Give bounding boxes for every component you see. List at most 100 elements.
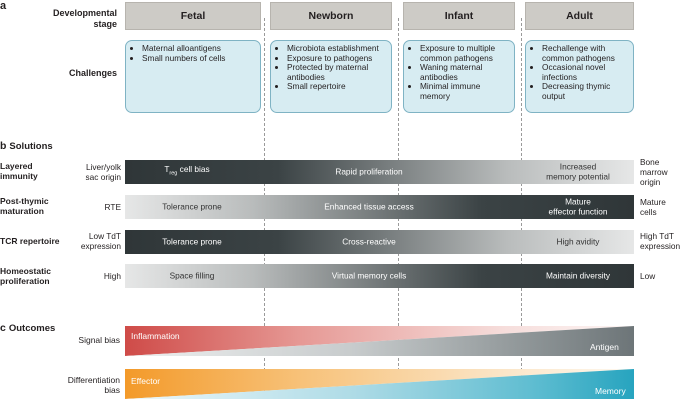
stage-row-label-line2: stage (93, 19, 117, 29)
bar-homeostatic-proliferation (125, 264, 634, 288)
bar-text-cross-reactive: Cross-reactive (342, 236, 396, 247)
stage-row-label: Developmental stage (0, 8, 117, 30)
challenge-item: Decreasing thymic output (542, 82, 627, 101)
bar-text-virtual-memory-cells: Virtual memory cells (331, 270, 407, 281)
bar-layered-immunity-fill (125, 160, 634, 184)
challenges-box-newborn: Microbiota establishment Exposure to pat… (270, 40, 392, 113)
row4-right-endpoint: Low (640, 271, 655, 281)
endpoint-line: expression (80, 241, 121, 251)
endpoint-line: Mature (640, 197, 666, 207)
row4-left-endpoint: High (60, 271, 121, 281)
bar-text-mature-effector-function: Mature effector function (548, 196, 608, 217)
antigen-label: Antigen (590, 342, 619, 352)
treg-t: T (164, 163, 170, 174)
endpoint-line: expression (640, 241, 681, 251)
challenge-item: Minimal immune memory (420, 82, 508, 101)
row-label-post-thymic-maturation: Post-thymic maturation (0, 196, 49, 216)
bar-text-line: Increased (559, 161, 597, 172)
row-label-line: immunity (0, 171, 38, 181)
row3-left-endpoint: Low TdT expression (60, 231, 121, 251)
endpoint-line: High (103, 271, 121, 281)
row-label-line: TCR repertoire (0, 236, 60, 246)
stage-header-infant: Infant (403, 2, 515, 30)
endpoint-line: Low TdT (88, 231, 121, 241)
challenge-item: Maternal alloantigens (142, 43, 254, 54)
label-line: bias (104, 385, 120, 395)
bar-text-space-filling: Space filling (169, 270, 215, 281)
row-label-line: Post-thymic (0, 196, 49, 206)
row-label-line: Homeostatic (0, 266, 52, 276)
bar-text-rapid-proliferation: Rapid proliferation (335, 166, 403, 177)
antigen-wedge (125, 326, 634, 356)
endpoint-line: Liver/yolk (85, 162, 121, 172)
memory-label: Memory (595, 386, 626, 396)
endpoint-line: Low (640, 271, 656, 281)
challenge-item: Exposure to multiple common pathogens (420, 43, 508, 63)
challenge-item: Occasional novel infections (542, 62, 627, 82)
differentiation-bias-wedges (125, 369, 634, 399)
bar-text-tolerance-prone-tcr: Tolerance prone (162, 236, 222, 247)
challenge-item: Rechallenge with common pathogens (542, 43, 627, 63)
endpoint-line: Bone (640, 157, 660, 167)
bar-text-treg-bias: Treg cell bias (164, 163, 210, 179)
row1-left-endpoint: Liver/yolk sac origin (60, 162, 121, 182)
bar-text-tolerance-prone: Tolerance prone (162, 201, 222, 212)
panel-c-title: Outcomes (8, 323, 56, 334)
bar-text-line: Mature (565, 196, 591, 207)
inflammation-label: Inflammation (131, 331, 180, 341)
challenges-box-fetal: Maternal alloantigens Small numbers of c… (125, 40, 261, 113)
challenges-box-infant: Exposure to multiple common pathogens Wa… (403, 40, 515, 113)
bar-homeostatic-proliferation-fill (125, 264, 634, 288)
row2-right-endpoint: Mature cells (640, 197, 666, 217)
endpoint-line: cells (640, 207, 657, 217)
label-line: Differentiation (67, 375, 120, 385)
row-label-line: Layered (0, 161, 33, 171)
bar-text-high-avidity: High avidity (556, 236, 600, 247)
challenge-item: Microbiota establishment (287, 43, 385, 54)
row-label-homeostatic-proliferation: Homeostatic proliferation (0, 266, 51, 286)
differentiation-bias-label: Differentiation bias (0, 375, 120, 395)
endpoint-line: marrow (640, 167, 668, 177)
row-label-tcr-repertoire: TCR repertoire (0, 236, 60, 246)
signal-bias-label: Signal bias (78, 335, 120, 345)
row2-left-endpoint: RTE (60, 202, 121, 212)
panel-c-letter: c (0, 322, 6, 334)
challenge-item: Waning maternal antibodies (420, 62, 508, 82)
bar-text-line: memory potential (546, 171, 610, 181)
challenges-box-adult: Rechallenge with common pathogens Occasi… (525, 40, 634, 113)
stage-header-newborn: Newborn (270, 2, 392, 30)
row-label-line: maturation (0, 206, 44, 216)
treg-suffix: cell bias (177, 163, 210, 174)
endpoint-line: High TdT (640, 231, 674, 241)
bar-text-memory-potential: Increased memory potential (546, 161, 610, 182)
endpoint-line: sac origin (85, 172, 121, 182)
signal-bias-wedges (125, 326, 634, 356)
stage-header-fetal: Fetal (125, 2, 261, 30)
row-label-line: proliferation (0, 276, 50, 286)
panel-b-title: Solutions (9, 141, 53, 152)
bar-post-thymic-maturation-fill (125, 195, 634, 219)
challenge-item: Protected by maternal antibodies (287, 62, 385, 82)
effector-label: Effector (131, 376, 161, 386)
bar-tcr-repertoire-fill (125, 230, 634, 254)
bar-layered-immunity (125, 160, 634, 184)
panel-a-letter: a (0, 0, 7, 12)
bar-post-thymic-maturation (125, 195, 634, 219)
treg-subscript: reg (169, 170, 178, 177)
stage-row-label-line1: Developmental (52, 8, 117, 18)
challenges-row-label: Challenges (68, 68, 117, 78)
endpoint-line: RTE (104, 202, 121, 212)
row3-right-endpoint: High TdT expression (640, 231, 680, 251)
challenge-item: Exposure to pathogens (287, 53, 385, 64)
bar-text-line: effector function (548, 206, 608, 216)
challenge-item: Small numbers of cells (142, 53, 254, 64)
row-label-layered-immunity: Layered immunity (0, 161, 38, 181)
panel-b-letter: b (0, 140, 7, 152)
bar-text-enhanced-tissue-access: Enhanced tissue access (324, 201, 414, 212)
bar-text-maintain-diversity: Maintain diversity (545, 270, 611, 281)
challenge-item: Small repertoire (287, 82, 385, 92)
endpoint-line: origin (640, 177, 661, 187)
stage-header-adult: Adult (525, 2, 634, 30)
